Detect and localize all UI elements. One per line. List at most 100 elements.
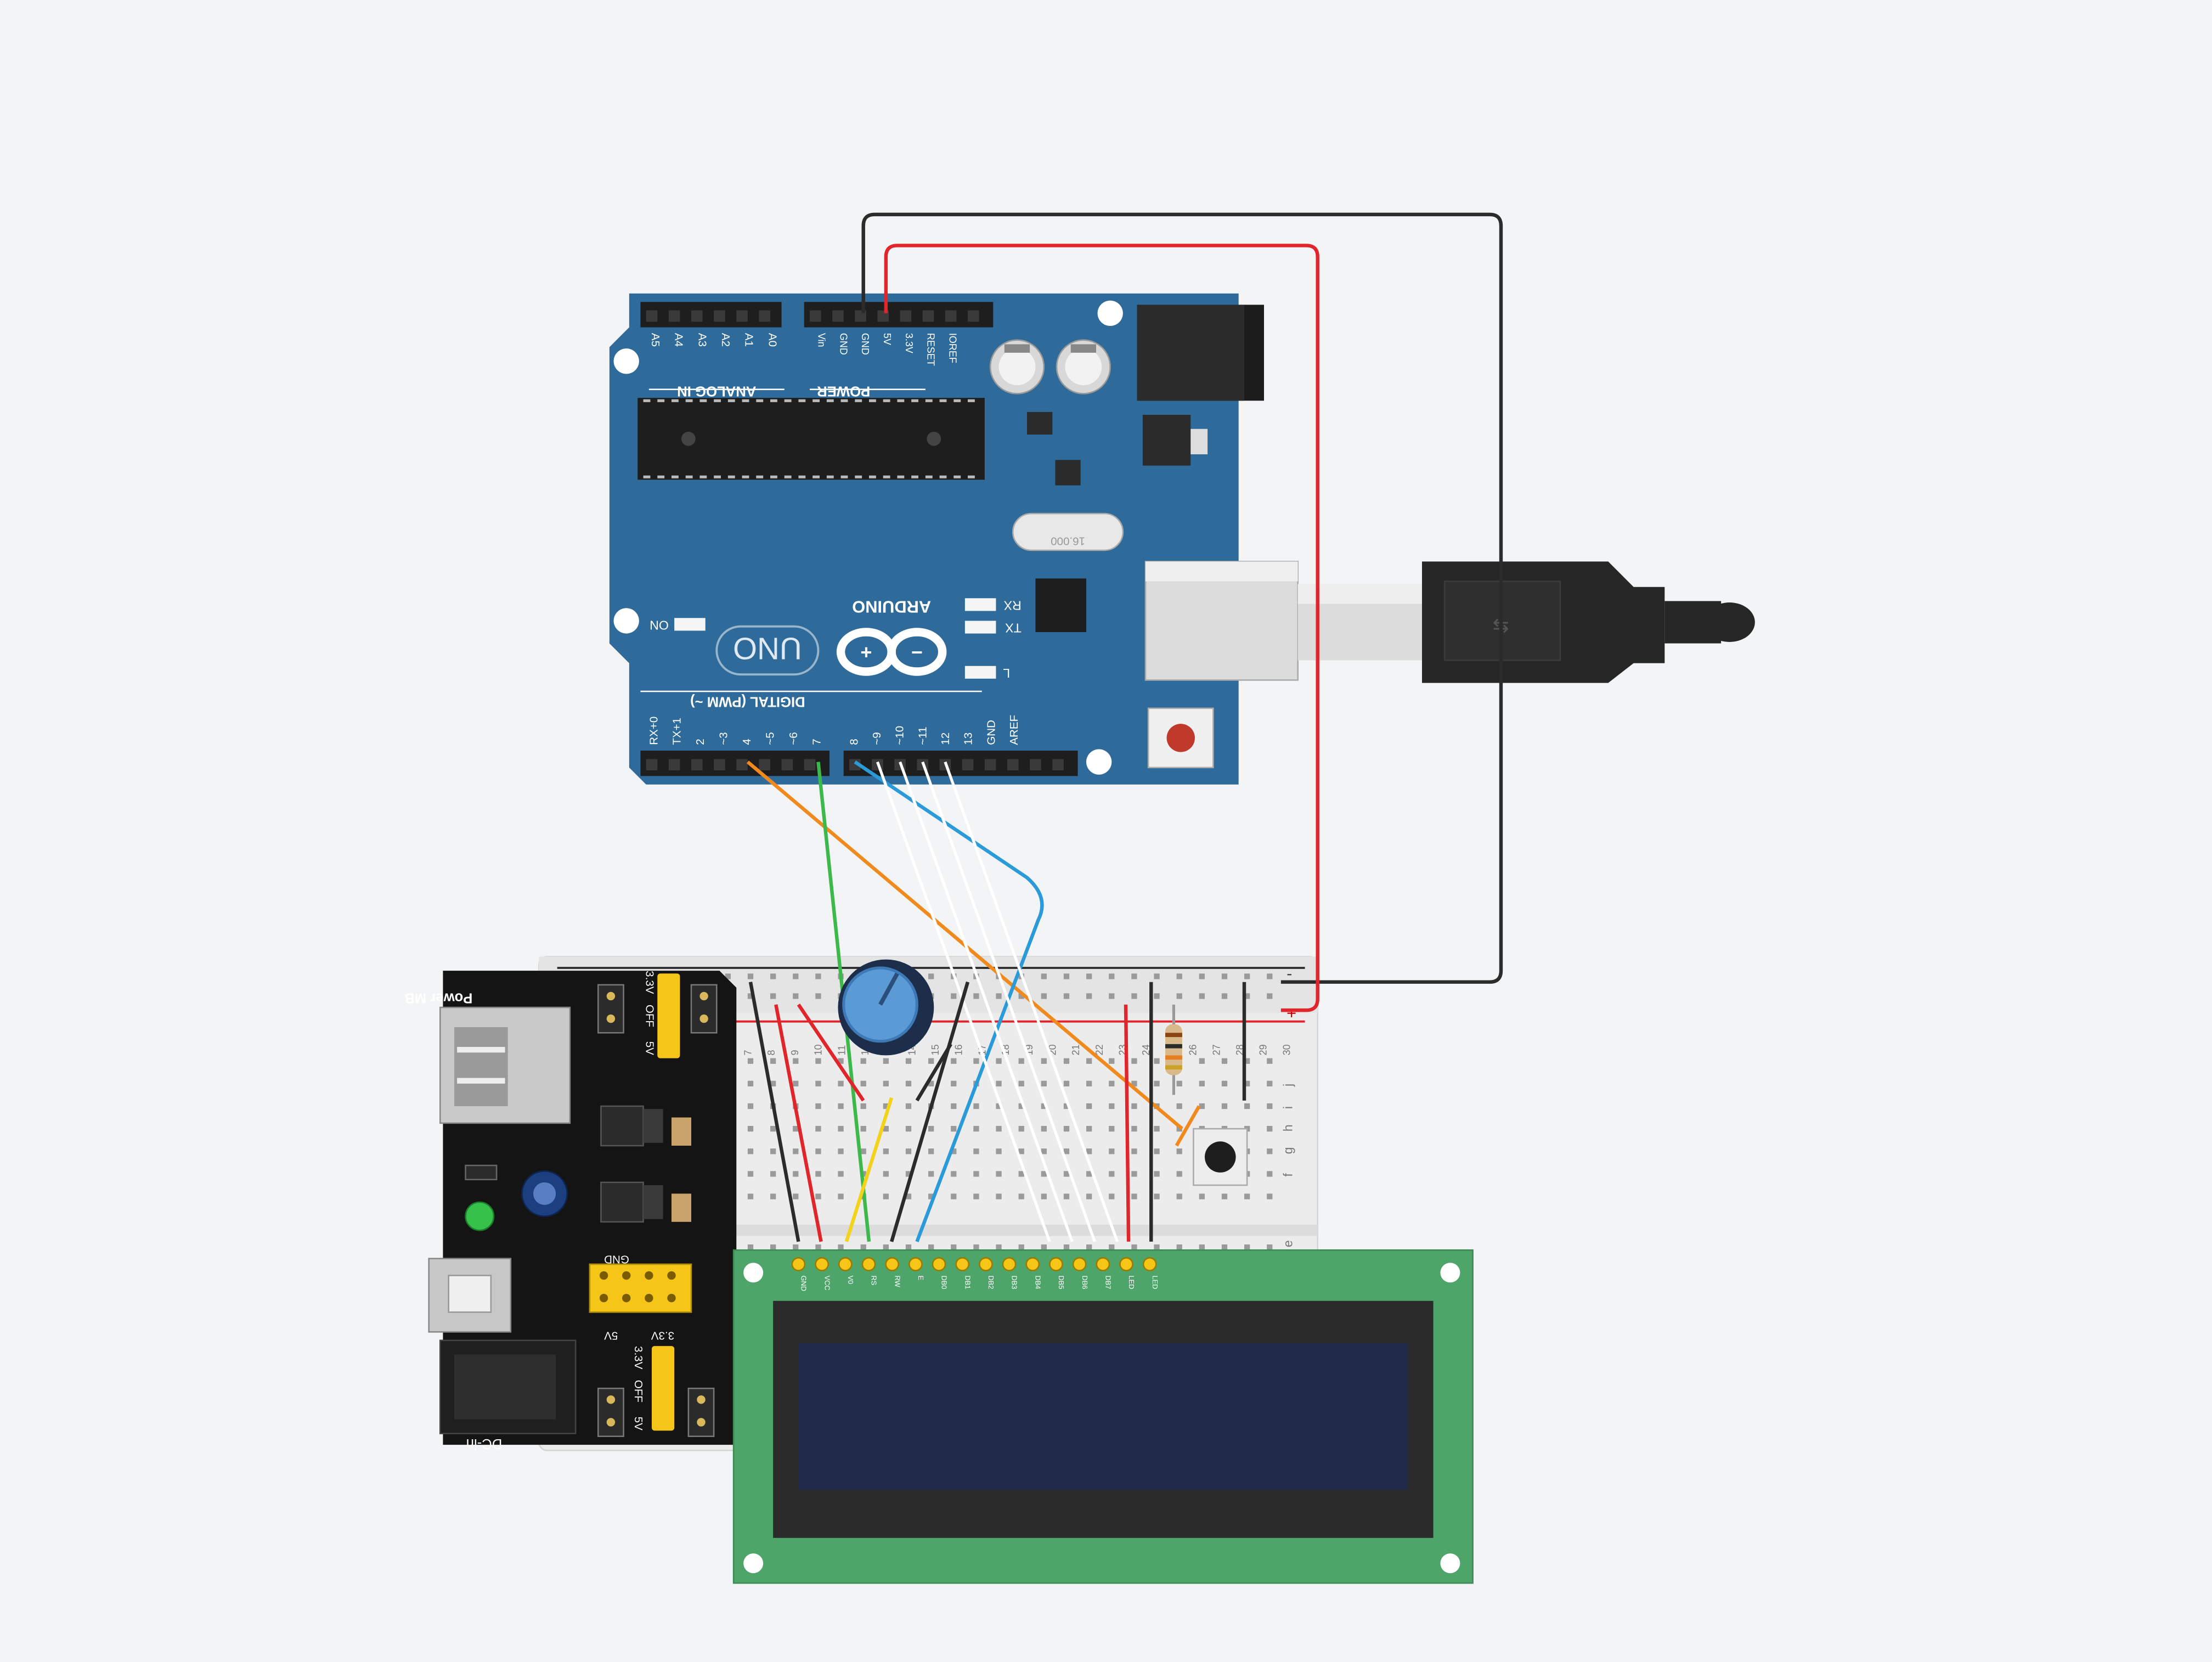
bb-hole [1267, 1080, 1273, 1086]
header-pin[interactable] [759, 759, 770, 770]
usb-chip [1035, 578, 1086, 632]
lcd-pin[interactable] [1049, 1257, 1063, 1271]
header-pin[interactable] [691, 759, 703, 770]
jumper-bottom[interactable] [652, 1346, 675, 1431]
bb-hole [1154, 1171, 1160, 1177]
wire-bb-yellow[interactable] [844, 1097, 894, 1242]
power-pin-label: GND [838, 333, 849, 355]
bb-column-number: 27 [1211, 1044, 1222, 1055]
header-pin[interactable] [736, 759, 748, 770]
bb-hole [1176, 973, 1182, 979]
bb-hole [1018, 1080, 1024, 1086]
bb-hole [996, 1080, 1002, 1086]
bb-hole [1131, 1244, 1137, 1250]
lcd-pin[interactable] [1025, 1257, 1040, 1271]
header-pin[interactable] [922, 310, 934, 322]
bb-hole [1267, 1244, 1273, 1250]
wire-bb-black[interactable] [748, 982, 800, 1242]
header-pin[interactable] [736, 310, 748, 322]
output-header[interactable] [589, 1263, 692, 1313]
wire-bb-red-led[interactable] [1124, 1004, 1131, 1242]
lcd-pin[interactable] [1119, 1257, 1133, 1271]
bb-hole [1199, 1058, 1205, 1064]
header-pin[interactable] [1007, 759, 1019, 770]
header-pin[interactable] [804, 759, 816, 770]
bb-hole [973, 1126, 979, 1132]
jumper-top[interactable] [657, 973, 680, 1058]
lcd-pin[interactable] [838, 1257, 853, 1271]
lcd-pin[interactable] [932, 1257, 946, 1271]
header-pin[interactable] [962, 759, 974, 770]
header-pin[interactable] [1030, 759, 1041, 770]
lcd-pin-label: V0 [847, 1276, 855, 1284]
bb-hole [770, 1058, 776, 1064]
push-button[interactable] [1193, 1128, 1248, 1186]
header-pin[interactable] [877, 310, 889, 322]
lcd-pin[interactable] [885, 1257, 900, 1271]
bb-hole [747, 1244, 754, 1250]
wire-d10-white[interactable] [899, 761, 1074, 1242]
header-pin[interactable] [668, 759, 680, 770]
header-pin[interactable] [855, 310, 866, 322]
lcd-pin-label: VCC [823, 1276, 831, 1291]
header-pin[interactable] [945, 310, 957, 322]
bb-hole [747, 973, 754, 979]
wires[interactable] [746, 212, 1503, 1242]
header-pin[interactable] [646, 310, 658, 322]
header-pin[interactable] [714, 310, 725, 322]
header-pin[interactable] [646, 759, 658, 770]
wire-5v-red[interactable] [884, 244, 1319, 1012]
potentiometer[interactable] [838, 959, 934, 1056]
bb-hole [1086, 1103, 1092, 1109]
wire-gnd-black[interactable] [861, 212, 1503, 984]
wire-bb-black-rw[interactable] [890, 981, 970, 1242]
bb-hole [1063, 1126, 1070, 1132]
bb-hole [1109, 1148, 1115, 1154]
lcd-pin[interactable] [909, 1257, 923, 1271]
lcd-pin[interactable] [1142, 1257, 1157, 1271]
wire-bb-red-2[interactable] [797, 1004, 865, 1102]
bb-hole [1018, 1193, 1024, 1199]
power-pin-label: Vin [816, 333, 827, 347]
power-pin-label: RESET [926, 333, 936, 366]
header-pin[interactable] [781, 759, 793, 770]
bb-hole [951, 1171, 957, 1177]
lcd-pin[interactable] [1002, 1257, 1017, 1271]
header-pin[interactable] [691, 310, 703, 322]
bb-hole [1063, 993, 1070, 999]
lcd-pin[interactable] [979, 1257, 993, 1271]
header-pin[interactable] [810, 310, 821, 322]
header-pin[interactable] [1052, 759, 1064, 770]
header-pin[interactable] [668, 310, 680, 322]
wire-d11-white[interactable] [921, 761, 1096, 1242]
wire-d8-blue[interactable] [854, 760, 1044, 1242]
bb-hole [793, 973, 799, 979]
wire-bb-red[interactable] [774, 1004, 823, 1242]
header-pin[interactable] [714, 759, 725, 770]
wire-d12-white[interactable] [944, 761, 1119, 1242]
power-supply-module[interactable]: Power MB MH DC-in [404, 971, 737, 1451]
jumper-bottom-3v3-label: 3.3V [632, 1346, 645, 1370]
lcd-pin[interactable] [955, 1257, 970, 1271]
header-pin[interactable] [832, 310, 844, 322]
wire-bb-orange[interactable] [1175, 1105, 1201, 1147]
lcd-pin[interactable] [861, 1257, 876, 1271]
header-pin[interactable] [759, 310, 770, 322]
lcd-pin[interactable] [1072, 1257, 1087, 1271]
lcd-pin[interactable] [1096, 1257, 1110, 1271]
header-pin[interactable] [968, 310, 979, 322]
bb-hole [1131, 1058, 1137, 1064]
lcd-pin[interactable] [791, 1257, 806, 1271]
header-pin[interactable] [984, 759, 996, 770]
bb-hole [1063, 973, 1070, 979]
bb-hole [1221, 1080, 1228, 1086]
usb-cable[interactable]: ⇆ [1297, 561, 1755, 683]
lcd-pin[interactable] [815, 1257, 829, 1271]
resistor[interactable] [1165, 1004, 1182, 1095]
bb-hole [815, 1244, 821, 1250]
header-pin[interactable] [900, 310, 912, 322]
